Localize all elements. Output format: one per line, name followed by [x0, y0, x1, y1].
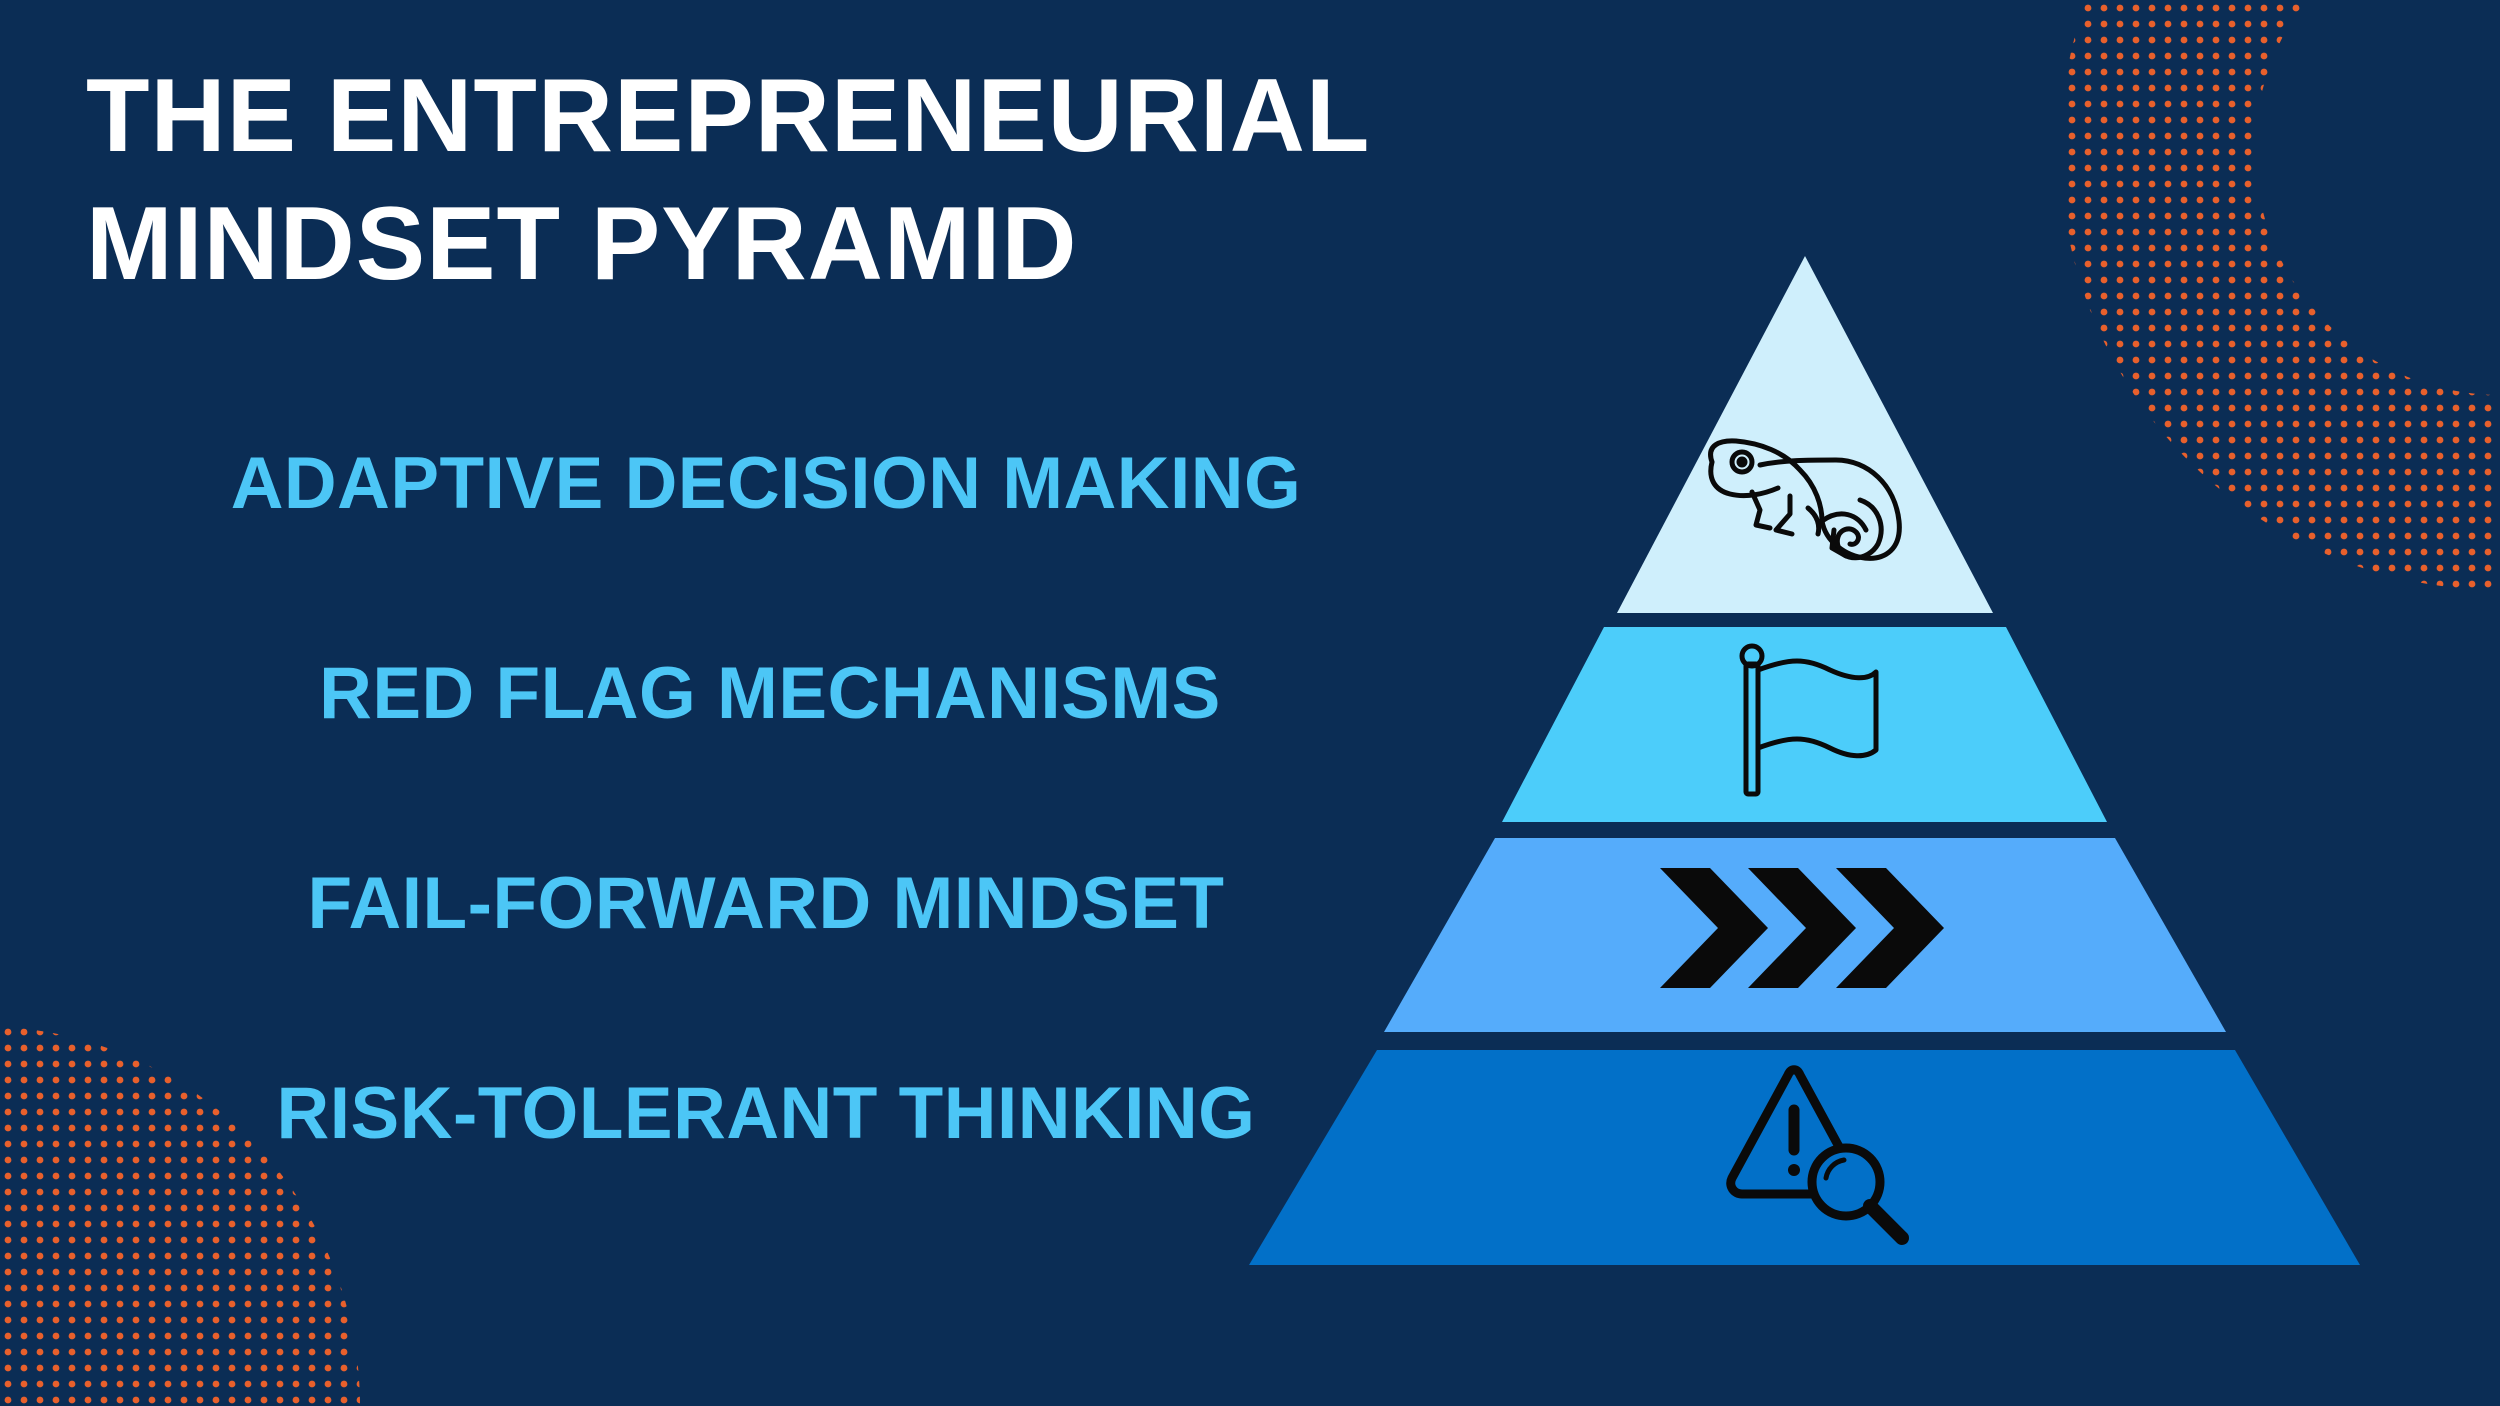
level-label-risk-tolerant-thinking: RISK-TOLERANT THINKING	[276, 1073, 1256, 1154]
warning-search-icon	[1726, 1065, 1909, 1245]
pyramid-tier-4	[1249, 1050, 2360, 1265]
chevrons-right-icon	[1660, 868, 1944, 988]
level-label-fail-forward-mindset: FAIL-FORWARD MINDSET	[307, 863, 1225, 944]
page-title: THE ENTREPRENEURIAL MINDSET PYRAMID	[86, 52, 1370, 308]
title-line-1: THE ENTREPRENEURIAL	[86, 58, 1371, 174]
pyramid-tier-2	[1502, 627, 2107, 822]
level-label-adaptive-decision-making: ADAPTIVE DECISION MAKING	[230, 443, 1302, 524]
chameleon-icon	[1708, 438, 1902, 561]
title-line-2: MINDSET PYRAMID	[86, 186, 1078, 302]
level-label-red-flag-mechanisms: RED FLAG MECHANISMS	[319, 653, 1221, 734]
decorative-dots-top-right	[2050, 0, 2500, 600]
pyramid-tier-1	[1617, 256, 1993, 613]
decorative-dots-bottom-left	[0, 1000, 420, 1406]
flag-icon	[1739, 643, 1879, 797]
